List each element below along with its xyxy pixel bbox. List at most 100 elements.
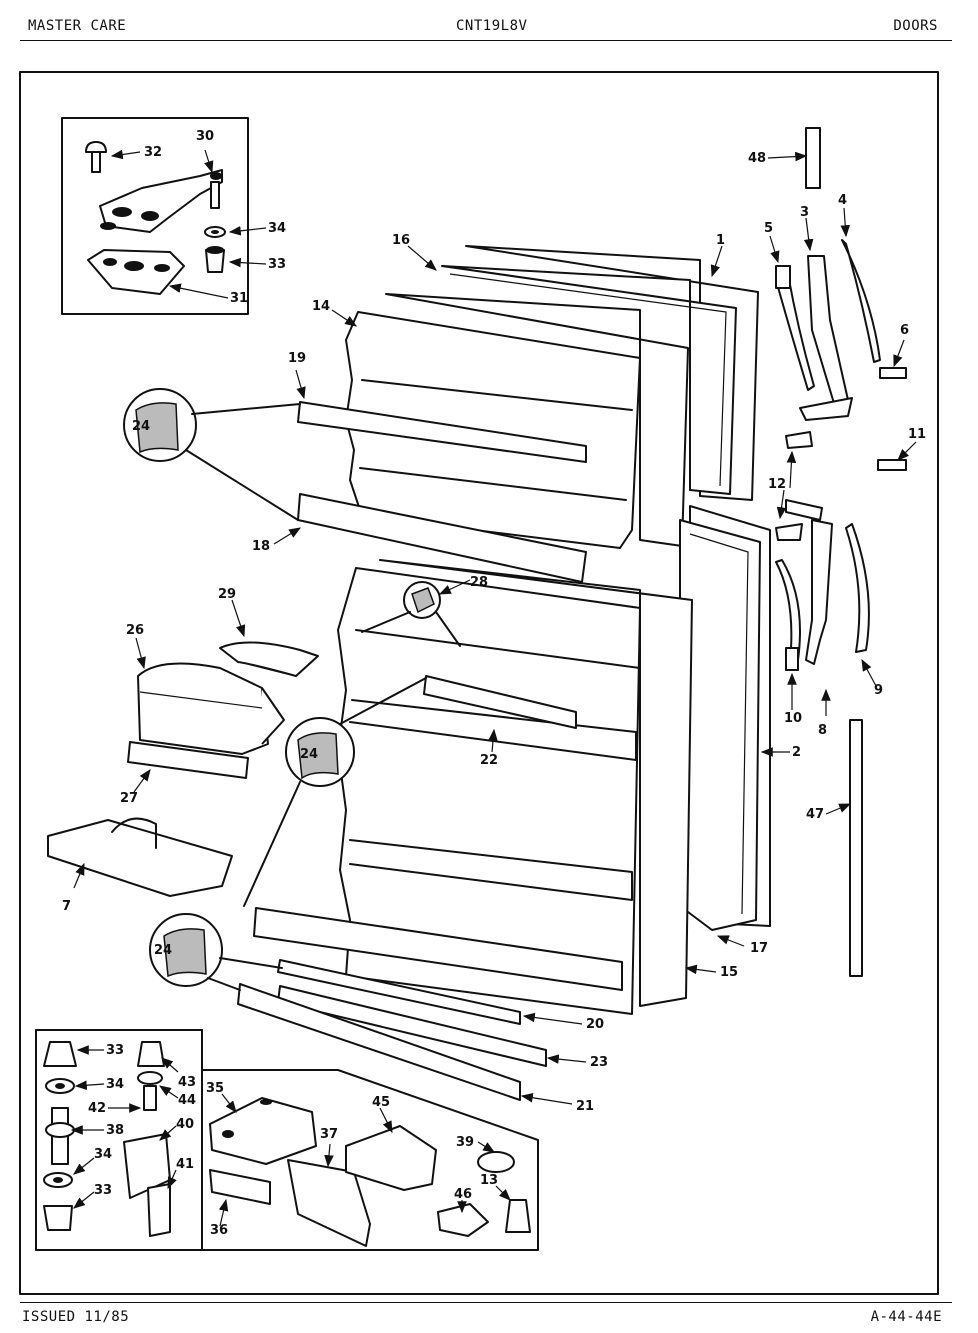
bottom-hinge-inset [35,1029,539,1251]
freezer-door-liner-shape [345,311,641,549]
header-divider [20,40,952,41]
callout-11: 11 [908,427,926,442]
callout-29: 29 [218,587,236,602]
callout-21: 21 [576,1099,594,1114]
butter-door-26-shape [137,662,269,755]
handle-9-shape [845,523,870,653]
shelf-18-shape [297,493,587,583]
bracket-37-shape [287,1159,371,1247]
shim-31-shape [87,249,185,295]
trim-27-shape [127,741,249,779]
hinge-plate-12-shape [785,499,823,521]
detail-24c [149,913,283,991]
shelf-21-shape [237,983,521,1101]
callout-26: 26 [126,623,144,638]
hinge-30-shape [99,169,223,233]
callout-33-lower: 33 [94,1183,112,1198]
gasket-16-shape [441,265,737,495]
egg-tray-7-shape [47,819,233,897]
screw-13-shape [505,1199,531,1233]
callout-2: 2 [792,745,801,760]
callout-37: 37 [320,1127,338,1142]
callout-18: 18 [252,539,270,554]
dish-29-shape [219,641,319,677]
callout-10: 10 [784,711,802,726]
bracket-35-shape [209,1097,317,1165]
callout-41: 41 [176,1157,194,1172]
screw-32-shape [85,141,107,173]
cap-39-shape [477,1151,515,1173]
fresh-door-liner-shape [337,567,641,1015]
callout-34-upper: 34 [106,1077,124,1092]
shelf-22-shape [423,675,577,729]
bracket-45-shape [345,1125,437,1191]
plug-11-shape [877,459,907,471]
hinge-41-shape [147,1183,171,1237]
callout-6: 6 [900,323,909,338]
handle-5-shape [775,273,815,391]
callout-7: 7 [62,899,71,914]
bracket-46-shape [437,1203,489,1237]
diagram-frame [19,71,939,1295]
handle-4-shape [841,239,881,363]
top-hinge-inset [61,117,249,315]
footer-divider [20,1302,952,1303]
detail-28 [361,581,461,647]
shelf-19-shape [297,401,587,463]
bushing-43-shape [137,1041,165,1067]
callout-16: 16 [392,233,410,248]
shelf-20-base [253,907,623,991]
callout-22: 22 [480,753,498,768]
callout-30: 30 [196,129,214,144]
callout-12: 12 [768,477,786,492]
callout-46: 46 [454,1187,472,1202]
plug-6-shape [879,367,907,379]
bushing-33b-shape [43,1041,77,1067]
callout-40: 40 [176,1117,194,1132]
callout-20: 20 [586,1017,604,1032]
callout-31: 31 [230,291,248,306]
callout-34-lower: 34 [94,1147,112,1162]
callout-33: 33 [268,257,286,272]
header-model-brand: MASTER CARE [28,18,127,34]
freezer-door-assembly [297,245,759,583]
detail-24b [243,677,427,907]
callout-3: 3 [800,205,809,220]
header-section-title: DOORS [893,18,938,34]
liner-15-shape [379,559,693,1007]
callout-1: 1 [716,233,725,248]
callout-42: 42 [88,1101,106,1116]
callout-9: 9 [874,683,883,698]
callout-labels: 32 30 34 33 31 48 16 1 5 3 4 14 19 6 24 … [62,129,926,1238]
trim-48-shape [805,127,821,189]
callout-19: 19 [288,351,306,366]
detail-24a [123,388,301,521]
handle-10-shape [775,559,801,663]
callout-43: 43 [178,1075,196,1090]
callout-24-bottom: 24 [154,943,172,958]
callout-5: 5 [764,221,773,236]
callout-27: 27 [120,791,138,806]
footer-issue-date: ISSUED 11/85 [22,1309,130,1325]
callout-23: 23 [590,1055,608,1070]
callout-38: 38 [106,1123,124,1138]
callout-47: 47 [806,807,824,822]
callout-36: 36 [210,1223,228,1238]
callout-48: 48 [748,151,766,166]
callout-4: 4 [838,193,847,208]
callout-33-upper: 33 [106,1043,124,1058]
callout-8: 8 [818,723,827,738]
callout-35: 35 [206,1081,224,1096]
callout-39: 39 [456,1135,474,1150]
callout-14: 14 [312,299,330,314]
shim-36-shape [209,1169,271,1205]
liner-14-shape [385,293,689,547]
callout-15: 15 [720,965,738,980]
callout-13: 13 [480,1173,498,1188]
callout-44: 44 [178,1093,196,1108]
cap-8-shape [805,519,833,665]
shim-12a-shape [785,431,813,449]
callout-28: 28 [470,575,488,590]
handle-parts [775,127,907,977]
